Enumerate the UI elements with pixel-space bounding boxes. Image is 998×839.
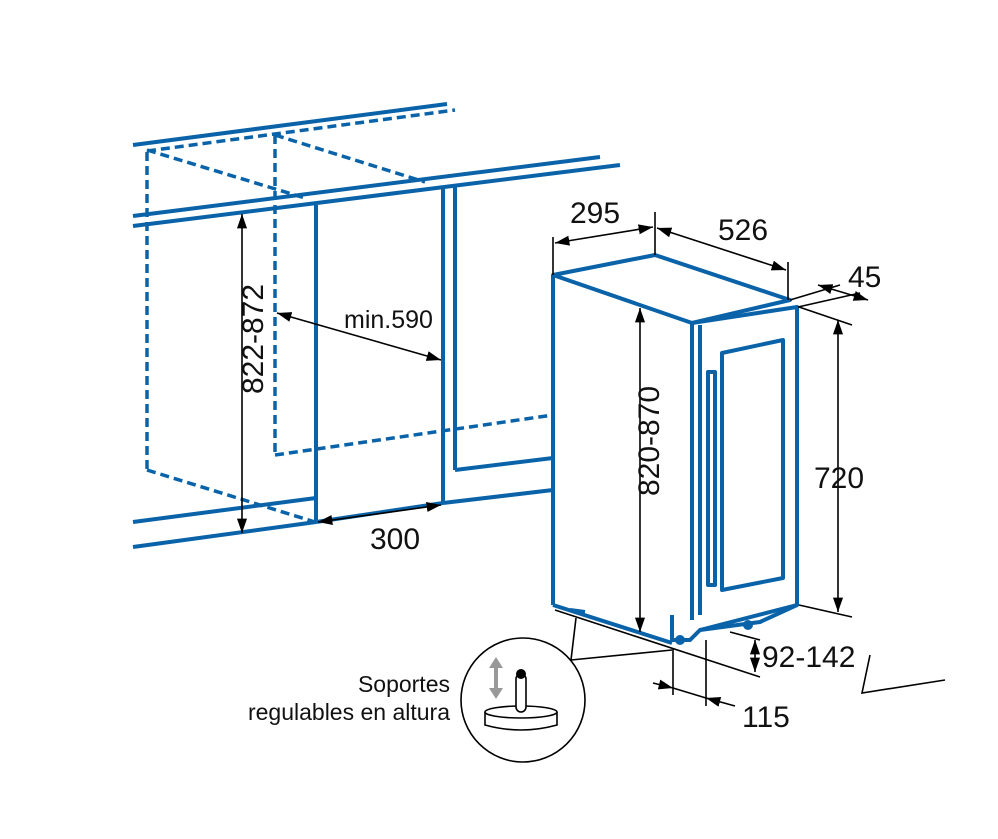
wine-cooler xyxy=(551,253,799,645)
dimension-niche-width: 300 xyxy=(317,501,442,556)
appliance-width-label: 295 xyxy=(570,197,620,230)
up-down-arrow-icon xyxy=(489,657,503,699)
niche-depth-label: min.590 xyxy=(344,306,433,334)
callout-label-line2: regulables en altura xyxy=(248,699,450,725)
niche-height-label: 822-872 xyxy=(237,284,270,394)
callout-label-line1: Soportes xyxy=(358,671,450,697)
appliance-height-label: 820-870 xyxy=(633,386,666,496)
dimension-door-thickness: 45 xyxy=(789,261,881,308)
dimension-door-height: 720 xyxy=(798,306,864,618)
door-height-label: 720 xyxy=(814,462,864,495)
dimension-feet-height: 92-142 xyxy=(554,609,855,678)
dimension-appliance-depth: 526 xyxy=(656,214,789,300)
dimension-niche-depth: min.590 xyxy=(276,306,442,361)
dimension-plinth-depth: 115 xyxy=(652,640,790,734)
door-handle xyxy=(706,370,717,587)
dimension-appliance-height: 820-870 xyxy=(633,308,666,632)
appliance-depth-label: 526 xyxy=(718,214,768,247)
dimension-niche-height: 822-872 xyxy=(236,214,270,533)
adjustable-feet-callout: Soportes regulables en altura xyxy=(248,617,673,763)
niche-width-label: 300 xyxy=(370,523,420,556)
plinth-depth-label: 115 xyxy=(742,701,790,734)
adjustable-foot-icon xyxy=(484,669,558,731)
feet-height-label: 92-142 xyxy=(762,641,855,674)
floor-corner xyxy=(860,654,946,694)
dimension-appliance-width: 295 xyxy=(552,197,656,275)
door-thickness-label: 45 xyxy=(848,261,881,294)
